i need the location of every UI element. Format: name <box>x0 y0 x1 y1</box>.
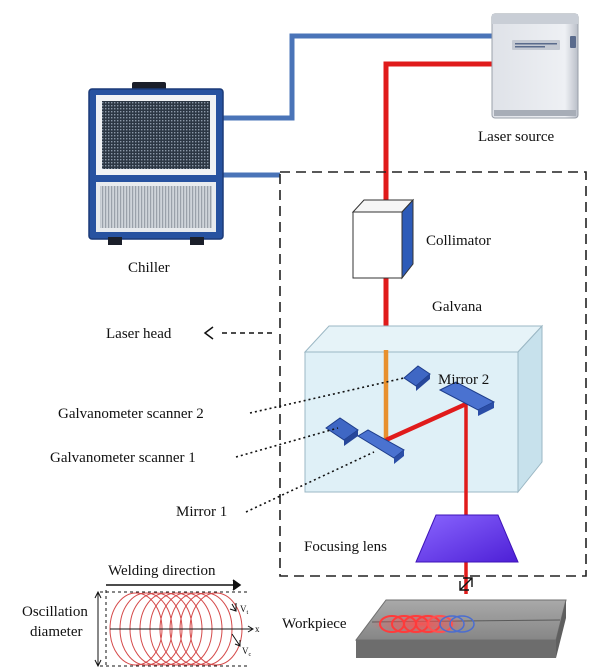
oscillation-label-line1: Oscillation <box>22 604 88 620</box>
oscillation-axes <box>110 603 254 647</box>
mirror-1 <box>357 429 405 464</box>
mirror-2-label: Mirror 2 <box>438 372 489 388</box>
weld-seam-oscillation <box>370 613 475 635</box>
galvana-label: Galvana <box>432 299 482 315</box>
workpiece-label: Workpiece <box>282 616 347 632</box>
welding-direction-arrow <box>106 579 242 591</box>
laser-head-pointer-arrow <box>203 326 276 340</box>
laser-source-unit <box>491 13 579 119</box>
mirror-1-label: Mirror 1 <box>176 504 227 520</box>
axis-vc-label: Vc <box>242 646 252 658</box>
leader-lines <box>235 377 405 513</box>
mirror-2 <box>438 381 496 416</box>
chiller-label: Chiller <box>128 260 170 276</box>
galvo-scanner-1-label: Galvanometer scanner 1 <box>50 450 196 466</box>
welding-direction-label: Welding direction <box>108 563 216 579</box>
axis-x-label: x <box>255 624 260 634</box>
oscillation-dimension <box>94 590 250 668</box>
collimator-label: Collimator <box>426 233 491 249</box>
focusing-lens <box>415 514 519 563</box>
axis-vt-label: Vt <box>240 604 249 616</box>
focus-adjust-arrow <box>459 577 473 591</box>
water-pipes <box>222 33 494 178</box>
oscillation-label-line2: diameter <box>30 624 82 640</box>
galvo-scanner-2-label: Galvanometer scanner 2 <box>58 406 204 422</box>
galvanometer-scanner-2 <box>403 365 431 391</box>
laser-head-frame <box>279 171 587 577</box>
chiller-unit <box>88 82 224 245</box>
laser-head-label: Laser head <box>106 326 172 342</box>
laser-source-label: Laser source <box>478 129 555 145</box>
galvanometer-scanner-1 <box>325 417 359 446</box>
galvo-box <box>303 324 544 494</box>
focusing-lens-label: Focusing lens <box>304 539 387 555</box>
collimator-box <box>351 198 415 280</box>
